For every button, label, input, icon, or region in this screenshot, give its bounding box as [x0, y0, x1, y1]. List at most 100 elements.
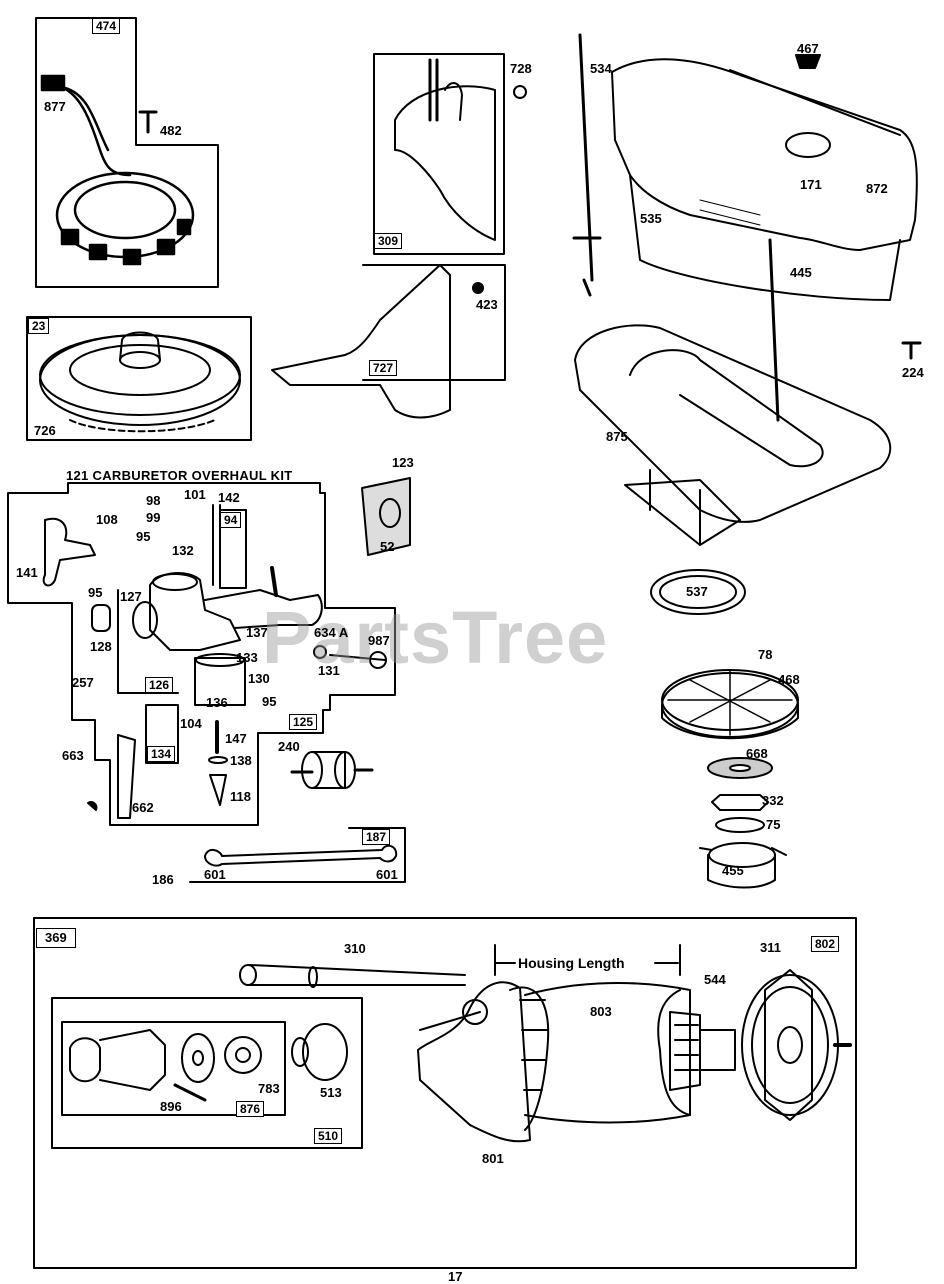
part-535: 535: [640, 211, 662, 226]
ring-537-drawing: [650, 569, 746, 615]
carburetor-drawing: [42, 504, 387, 819]
box-309-frame: [373, 53, 505, 255]
box-label-474: 474: [92, 18, 121, 34]
part-601b: 601: [376, 867, 398, 882]
part-311: 311: [760, 940, 781, 955]
part-95a: 95: [136, 529, 151, 544]
part-99: 99: [146, 510, 161, 525]
box-label-94: 94: [220, 512, 242, 528]
box-label-876: 876: [236, 1101, 265, 1117]
part-138: 138: [230, 753, 252, 768]
part-896: 896: [160, 1099, 182, 1114]
part-445: 445: [790, 265, 812, 280]
box-label-125: 125: [289, 714, 318, 730]
part-877: 877: [44, 99, 66, 114]
part-133: 133: [236, 650, 258, 665]
bracket-727-frame: [362, 264, 506, 381]
end-cap-801-drawing: [417, 981, 550, 1143]
part-875: 875: [606, 429, 628, 444]
part-104: 104: [180, 716, 202, 731]
box-label-126: 126: [145, 677, 174, 693]
part-101: 101: [184, 487, 206, 502]
part-108: 108: [96, 512, 118, 527]
part-171: 171: [800, 177, 822, 192]
part-534: 534: [590, 61, 612, 76]
fuel-filter-drawing: [290, 751, 374, 789]
part-98: 98: [146, 493, 161, 508]
drive-assembly-drawing: [69, 1023, 348, 1102]
part-987: 987: [368, 633, 390, 648]
part-728: 728: [510, 61, 532, 76]
kit-title: 121 CARBURETOR OVERHAUL KIT: [66, 468, 293, 483]
screen-468-drawing: [661, 669, 799, 740]
part-423: 423: [476, 297, 498, 312]
part-662: 662: [132, 800, 154, 815]
part-783: 783: [258, 1081, 280, 1096]
flywheel-drawing: [39, 331, 241, 433]
part-141: 141: [16, 565, 38, 580]
box-510-frame: [51, 997, 363, 1149]
part-668: 668: [746, 746, 768, 761]
baffle-drawing: [394, 58, 527, 241]
box-134-frame: [145, 704, 179, 764]
part-803: 803: [590, 1004, 612, 1019]
part-147: 147: [225, 731, 247, 746]
box-label-510: 510: [314, 1128, 343, 1144]
gasket-52-drawing: [361, 477, 411, 556]
through-bolt-drawing: [239, 964, 466, 988]
part-601a: 601: [204, 867, 226, 882]
part-127: 127: [120, 589, 142, 604]
box-474-frame: [35, 17, 219, 288]
page-number: 17: [448, 1269, 463, 1284]
part-78: 78: [758, 647, 773, 662]
part-872: 872: [866, 181, 888, 196]
part-131: 131: [318, 663, 340, 678]
bracket-drawing: [271, 264, 484, 419]
box-label-369: 369: [36, 928, 76, 948]
part-467: 467: [797, 41, 819, 56]
part-132: 132: [172, 543, 194, 558]
carburetor-kit-frame: [7, 482, 396, 826]
box-23-frame: [26, 316, 252, 441]
housing-length-label: Housing Length: [518, 955, 625, 971]
box-369-frame: [33, 917, 857, 1269]
armature-544-drawing: [669, 1011, 736, 1091]
part-142: 142: [218, 490, 240, 505]
screw-224-drawing: [901, 341, 922, 360]
part-186: 186: [152, 872, 174, 887]
box-876-inner-frame: [61, 1021, 286, 1116]
part-726: 726: [34, 423, 56, 438]
part-95b: 95: [88, 585, 103, 600]
watermark: PartsTree: [262, 596, 609, 679]
housing-803-drawing: [524, 982, 691, 1124]
part-75: 75: [766, 817, 781, 832]
part-123: 123: [392, 455, 414, 470]
stator-drawing: [40, 74, 195, 266]
air-cleaner-base-drawing: [574, 238, 892, 546]
part-537: 537: [686, 584, 708, 599]
part-310: 310: [344, 941, 366, 956]
end-cap-802-drawing: [741, 969, 852, 1121]
box-label-727: 727: [369, 360, 398, 376]
part-482: 482: [160, 123, 182, 138]
box-126-frame: [117, 589, 179, 694]
part-224: 224: [902, 365, 924, 380]
part-801: 801: [482, 1151, 504, 1166]
dipstick-drawing: [572, 33, 602, 297]
part-240: 240: [278, 739, 300, 754]
part-128: 128: [90, 639, 112, 654]
part-468: 468: [778, 672, 800, 687]
box-label-23: 23: [28, 318, 50, 334]
part-332: 332: [762, 793, 784, 808]
housing-length-arrow: [494, 944, 681, 976]
part-634a: 634 A: [314, 625, 349, 640]
part-663: 663: [62, 748, 84, 763]
part-513: 513: [320, 1085, 342, 1100]
part-95c: 95: [262, 694, 277, 709]
air-cleaner-drawing: [611, 54, 918, 301]
box-label-802: 802: [811, 936, 840, 952]
box-label-134: 134: [147, 746, 176, 762]
stack-parts-drawing: [699, 757, 787, 889]
part-544: 544: [704, 972, 726, 987]
